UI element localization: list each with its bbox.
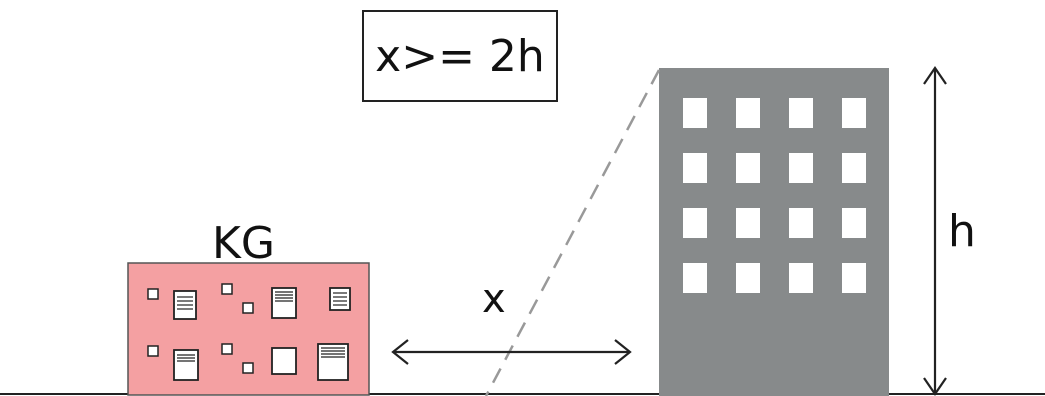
distance-arrow xyxy=(391,339,632,365)
distance-label: x xyxy=(482,276,506,322)
kindergarten-label: KG xyxy=(212,218,275,269)
formula-text: x>= 2h xyxy=(375,30,545,82)
tall-building xyxy=(659,68,889,396)
kindergarten-window xyxy=(221,283,233,295)
kindergarten-window xyxy=(221,343,233,355)
height-label: h xyxy=(948,206,976,257)
kindergarten-window xyxy=(147,288,159,300)
kindergarten-window xyxy=(271,347,297,375)
formula-box: x>= 2h xyxy=(362,10,558,102)
height-arrow xyxy=(923,66,947,396)
kindergarten-blind-window xyxy=(317,343,349,381)
sight-line xyxy=(484,69,661,396)
tall-building-windows xyxy=(683,98,866,293)
kindergarten-blind-window xyxy=(329,287,351,311)
kindergarten-window xyxy=(147,345,159,357)
kindergarten-blind-window xyxy=(173,290,197,320)
kindergarten-blind-window xyxy=(173,349,199,381)
kindergarten-window xyxy=(242,362,254,374)
kindergarten-blind-window xyxy=(271,287,297,319)
kindergarten-building xyxy=(127,262,370,396)
kindergarten-window xyxy=(242,302,254,314)
